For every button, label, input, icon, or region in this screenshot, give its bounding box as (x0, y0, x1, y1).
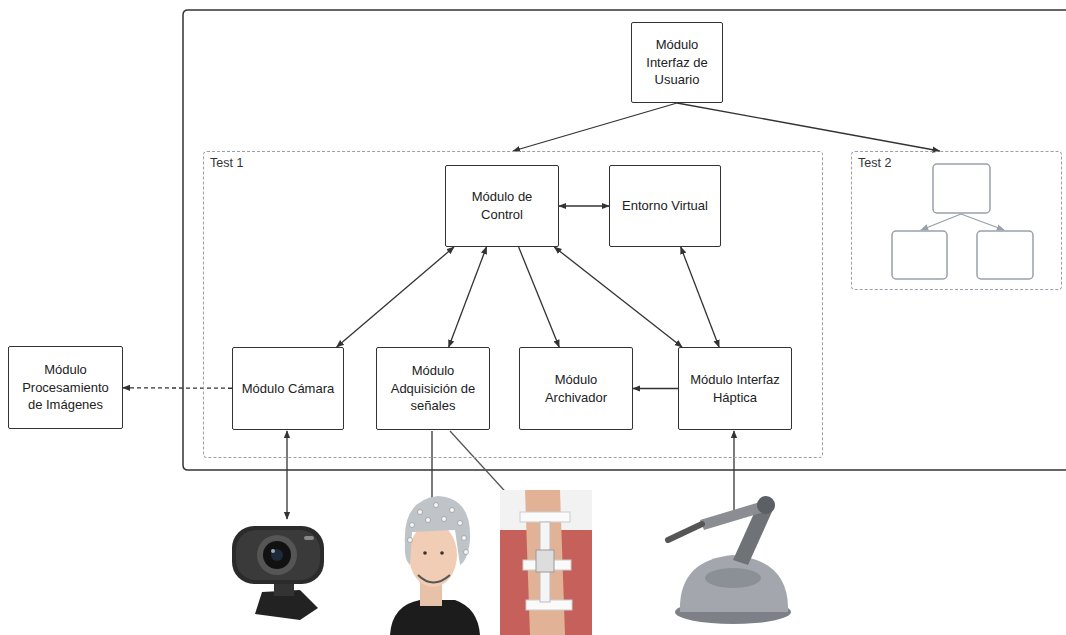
connector-arrow (677, 103, 940, 151)
box-label: Módulo de Control (452, 188, 552, 223)
eeg-cap-illustration (390, 496, 480, 635)
connector-arrow (123, 387, 232, 389)
placeholder-tree (892, 164, 1033, 279)
device-wire (286, 431, 287, 519)
connector-arrow (519, 247, 560, 347)
process-box: Módulo Procesamiento de Imágenes (8, 346, 123, 429)
device-wire (733, 431, 734, 519)
connector-arrow (337, 247, 454, 347)
haptic-device-illustration (668, 496, 791, 624)
group-heading: Test 1 (210, 156, 243, 170)
process-box: Entorno Virtual (609, 165, 721, 247)
system-frame (183, 10, 1066, 470)
box-label: Módulo Interfaz Háptica (685, 371, 785, 406)
process-box: Módulo Cámara (232, 347, 344, 430)
connector-arrow (449, 247, 487, 347)
process-box: Módulo Adquisición de señales (376, 347, 490, 430)
connector-arrow (681, 247, 719, 347)
box-label: Entorno Virtual (622, 197, 708, 215)
process-box: Módulo de Control (445, 165, 559, 247)
process-box: Módulo Interfaz Háptica (678, 347, 792, 430)
arm-sensor-illustration (500, 490, 592, 635)
box-label: Módulo Procesamiento de Imágenes (15, 361, 116, 414)
connector-arrow (633, 388, 678, 389)
process-box: Módulo Archivador (519, 347, 633, 430)
device-wire (450, 431, 513, 500)
webcam-illustration (232, 526, 324, 620)
box-label: Módulo Cámara (242, 380, 335, 398)
connector-arrow (559, 205, 609, 206)
test-group: Test 1 Módulo de Control Entorno VirtualMó… (203, 151, 823, 458)
connector-arrow (513, 103, 677, 151)
test-group: Test 2 (851, 151, 1062, 290)
box-label: Módulo Adquisición de señales (383, 362, 483, 415)
connector-arrow (554, 247, 682, 347)
process-box: Módulo Interfaz de Usuario (631, 22, 723, 103)
box-label: Módulo Interfaz de Usuario (638, 36, 716, 89)
box-label: Módulo Archivador (526, 371, 626, 406)
group-heading: Test 2 (858, 156, 891, 170)
